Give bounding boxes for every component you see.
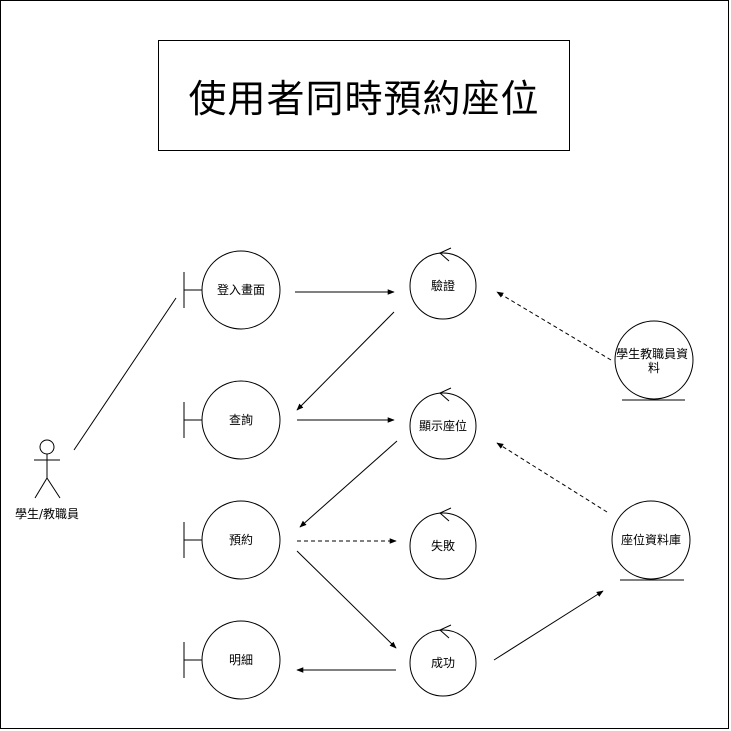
control-show-seats-circle (409, 392, 477, 460)
control-success (409, 624, 477, 697)
actor-leg-left (34, 477, 48, 499)
control-fail-label: 失敗 (431, 538, 455, 553)
entity-seat-db-label: 座位資料庫 (621, 532, 681, 547)
actor-student-staff (34, 439, 61, 499)
control-show-seats-label: 顯示座位 (419, 418, 467, 433)
title-box: 使用者同時預約座位 (158, 40, 570, 151)
diagram-title: 使用者同時預約座位 (188, 77, 540, 121)
entity-user-data-label-line1: 學生教職員資 (616, 346, 688, 361)
actor-association-line (73, 297, 177, 451)
entity-user-data-label-line2: 料 (648, 361, 660, 375)
boundary-detail-label: 明細 (229, 653, 253, 667)
actor-label: 學生/教職員 (15, 506, 79, 521)
arrow-success-to-seat-db (493, 590, 604, 661)
boundary-query-circle (201, 380, 281, 460)
entity-seat-db (611, 500, 691, 581)
entity-user-data-circle (614, 320, 694, 400)
boundary-reserve-circle (201, 500, 281, 580)
control-verify (409, 247, 477, 320)
boundary-reserve (183, 500, 281, 580)
arrow-show-seats-to-reserve (299, 440, 398, 528)
boundary-query-label: 查詢 (229, 412, 253, 427)
control-success-arrowhead (439, 624, 452, 639)
boundary-login-circle (201, 250, 281, 330)
control-verify-circle (409, 252, 477, 320)
arrow-reserve-to-success (296, 550, 397, 649)
control-fail (409, 507, 477, 580)
arrow-user-data-to-verify (496, 291, 612, 361)
entity-seat-db-circle (611, 500, 691, 580)
actor-head (39, 439, 55, 455)
arrow-verify-to-query (296, 311, 395, 411)
entity-user-data-label: 學生教職員資 料 (616, 346, 692, 375)
control-success-label: 成功 (431, 656, 455, 670)
boundary-detail (183, 620, 281, 700)
control-verify-label: 驗證 (431, 278, 455, 293)
boundary-reserve-label: 預約 (229, 532, 253, 547)
boundary-login (183, 250, 281, 330)
actor-leg-right (46, 477, 61, 499)
control-show-seats-arrowhead (439, 387, 452, 402)
control-verify-arrowhead (439, 247, 452, 262)
boundary-login-label: 登入畫面 (217, 282, 265, 297)
arrow-seat-db-to-show-seats (496, 442, 608, 513)
control-fail-circle (409, 512, 477, 580)
control-fail-arrowhead (439, 507, 452, 522)
control-success-circle (409, 629, 477, 697)
control-show-seats (409, 387, 477, 460)
boundary-detail-circle (201, 620, 281, 700)
entity-user-data (614, 320, 694, 401)
boundary-query (183, 380, 281, 460)
